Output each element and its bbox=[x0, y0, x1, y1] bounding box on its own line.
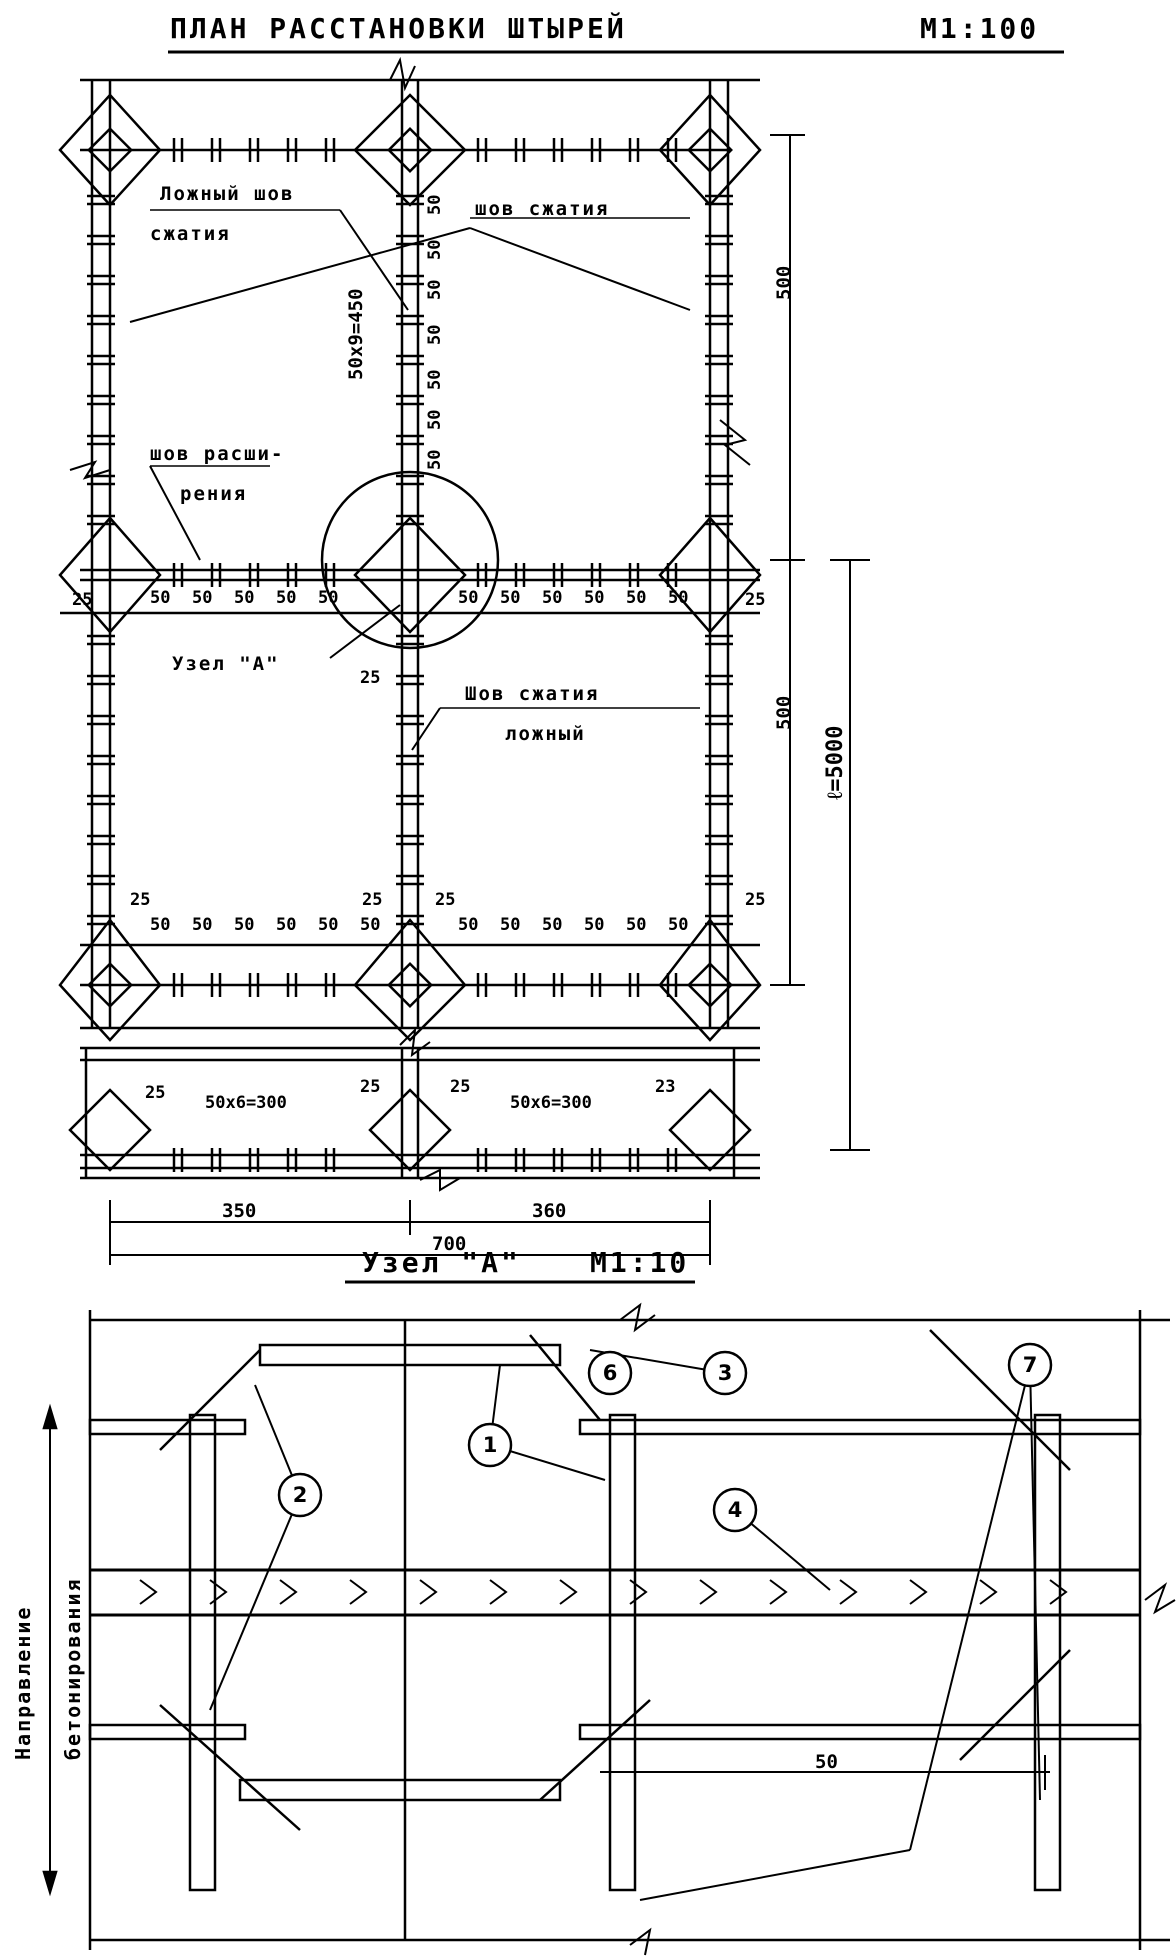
callout-marker bbox=[712, 1487, 758, 1533]
dim-50: 50 bbox=[626, 915, 646, 935]
dim-50: 50 bbox=[276, 915, 296, 935]
detail-dim-50: 50 bbox=[815, 1751, 838, 1773]
detail-text: Направление бетонирования 50 bbox=[11, 1577, 838, 1773]
detail-title: Узел "А" bbox=[362, 1246, 521, 1279]
dim-50: 50 bbox=[425, 410, 445, 430]
pins-top-row bbox=[172, 138, 678, 162]
callout-number: 4 bbox=[728, 1498, 743, 1522]
dim-50: 50 bbox=[360, 915, 380, 935]
callout-number: 1 bbox=[483, 1433, 498, 1457]
dim-25-bottom-mid2: 25 bbox=[435, 890, 455, 910]
detail-callouts: 1 2 3 4 6 7 bbox=[277, 1342, 1053, 1533]
dim-50: 50 bbox=[234, 588, 254, 608]
detail-view bbox=[42, 1302, 1176, 1956]
pins-verticals bbox=[87, 194, 733, 926]
dim-25-strip-mid1: 25 bbox=[360, 1077, 380, 1097]
dim-50: 50 bbox=[500, 588, 520, 608]
dim-50: 50 bbox=[668, 915, 688, 935]
callout-number: 7 bbox=[1023, 1353, 1038, 1377]
label-compression-seam: шов сжатия bbox=[475, 198, 609, 220]
detail-title-block: Узел "А" М1:10 bbox=[345, 1246, 695, 1284]
dim-25-bottom-mid1: 25 bbox=[362, 890, 382, 910]
detail-scale: М1:10 bbox=[590, 1246, 689, 1279]
dim-50: 50 bbox=[425, 325, 445, 345]
label-node-a: Узел "А" bbox=[172, 653, 280, 675]
dim-25-strip-mid2: 25 bbox=[450, 1077, 470, 1097]
callout-number: 6 bbox=[603, 1361, 618, 1385]
dim-50: 50 bbox=[150, 588, 170, 608]
dim-50: 50 bbox=[150, 915, 170, 935]
dim-50: 50 bbox=[276, 588, 296, 608]
dim-50: 50 bbox=[318, 588, 338, 608]
dim-50: 50 bbox=[584, 915, 604, 935]
dim-25-right: 25 bbox=[745, 590, 765, 610]
dim-series-left: 50x6=300 bbox=[205, 1093, 287, 1113]
label-false-seam-2: сжатия bbox=[150, 223, 231, 245]
dim-vertical-series: 50x9=450 bbox=[345, 288, 367, 380]
label-expansion-seam-1: шов расши- bbox=[150, 443, 284, 465]
label-compression-false-1: Шов сжатия bbox=[465, 683, 599, 705]
dim-series-right: 50x6=300 bbox=[510, 1093, 592, 1113]
dim-50: 50 bbox=[458, 588, 478, 608]
plan-title-block: ПЛАН РАССТАНОВКИ ШТЫРЕЙ М1:100 bbox=[168, 11, 1064, 54]
label-compression-false-2: ложный bbox=[505, 723, 586, 745]
plan-title: ПЛАН РАССТАНОВКИ ШТЫРЕЙ bbox=[170, 11, 627, 45]
plan-labels: Ложный шов сжатия шов сжатия шов расши- … bbox=[150, 183, 609, 745]
callout-marker bbox=[587, 1350, 633, 1396]
dim-50: 50 bbox=[542, 588, 562, 608]
dim-23-strip-right: 23 bbox=[655, 1077, 675, 1097]
dim-50: 50 bbox=[425, 240, 445, 260]
dim-50: 50 bbox=[626, 588, 646, 608]
label-expansion-seam-2: рения bbox=[180, 483, 247, 505]
node-a-circle bbox=[320, 470, 500, 650]
label-false-seam-1: Ложный шов bbox=[160, 183, 294, 205]
dim-25-nodeA: 25 bbox=[360, 668, 380, 688]
pins-seam-row bbox=[172, 563, 678, 587]
dim-50: 50 bbox=[542, 915, 562, 935]
dim-50: 50 bbox=[668, 588, 688, 608]
callout-marker bbox=[467, 1422, 513, 1468]
dim-top-span: 500 bbox=[773, 266, 795, 300]
dim-width-right: 360 bbox=[532, 1200, 566, 1222]
node-diamonds bbox=[58, 93, 762, 1172]
callout-marker bbox=[702, 1350, 748, 1396]
callout-number: 2 bbox=[293, 1483, 308, 1507]
dim-50: 50 bbox=[192, 588, 212, 608]
direction-label-1: Направление bbox=[11, 1606, 35, 1760]
dim-50: 50 bbox=[458, 915, 478, 935]
dim-bottom-span: 500 bbox=[773, 696, 795, 730]
dim-25-bottom-left: 25 bbox=[130, 890, 150, 910]
plan-scale: М1:100 bbox=[920, 12, 1039, 45]
dim-50: 50 bbox=[425, 195, 445, 215]
plan-dimension-text: 500 500 ℓ=5000 50x9=450 50x6=300 50x6=30… bbox=[72, 266, 848, 1255]
dim-width-mid: 700 bbox=[432, 1233, 466, 1255]
dim-50: 50 bbox=[234, 915, 254, 935]
dim-50: 50 bbox=[318, 915, 338, 935]
direction-label-2: бетонирования bbox=[61, 1577, 85, 1760]
dim-25-strip-left: 25 bbox=[145, 1083, 165, 1103]
dim-50: 50 bbox=[584, 588, 604, 608]
dim-width-left: 350 bbox=[222, 1200, 256, 1222]
dim-25-bottom-right: 25 bbox=[745, 890, 765, 910]
plan-fifty-labels: 50 50 50 50 50 50 50 50 50 50 50 50 50 50 50 50 50 50 50 50… bbox=[150, 195, 688, 935]
callout-marker bbox=[277, 1472, 323, 1518]
plan-dimensions bbox=[109, 134, 870, 1265]
dim-50: 50 bbox=[425, 450, 445, 470]
dim-50: 50 bbox=[500, 915, 520, 935]
dim-total-length: ℓ=5000 bbox=[823, 726, 848, 800]
callout-number: 3 bbox=[718, 1361, 733, 1385]
pins-strip-row bbox=[172, 1148, 678, 1172]
pins-bottom-row bbox=[172, 973, 678, 997]
callout-marker bbox=[1007, 1342, 1053, 1388]
dim-50: 50 bbox=[425, 280, 445, 300]
dim-50: 50 bbox=[192, 915, 212, 935]
dim-25-left: 25 bbox=[72, 590, 92, 610]
dim-50: 50 bbox=[425, 370, 445, 390]
